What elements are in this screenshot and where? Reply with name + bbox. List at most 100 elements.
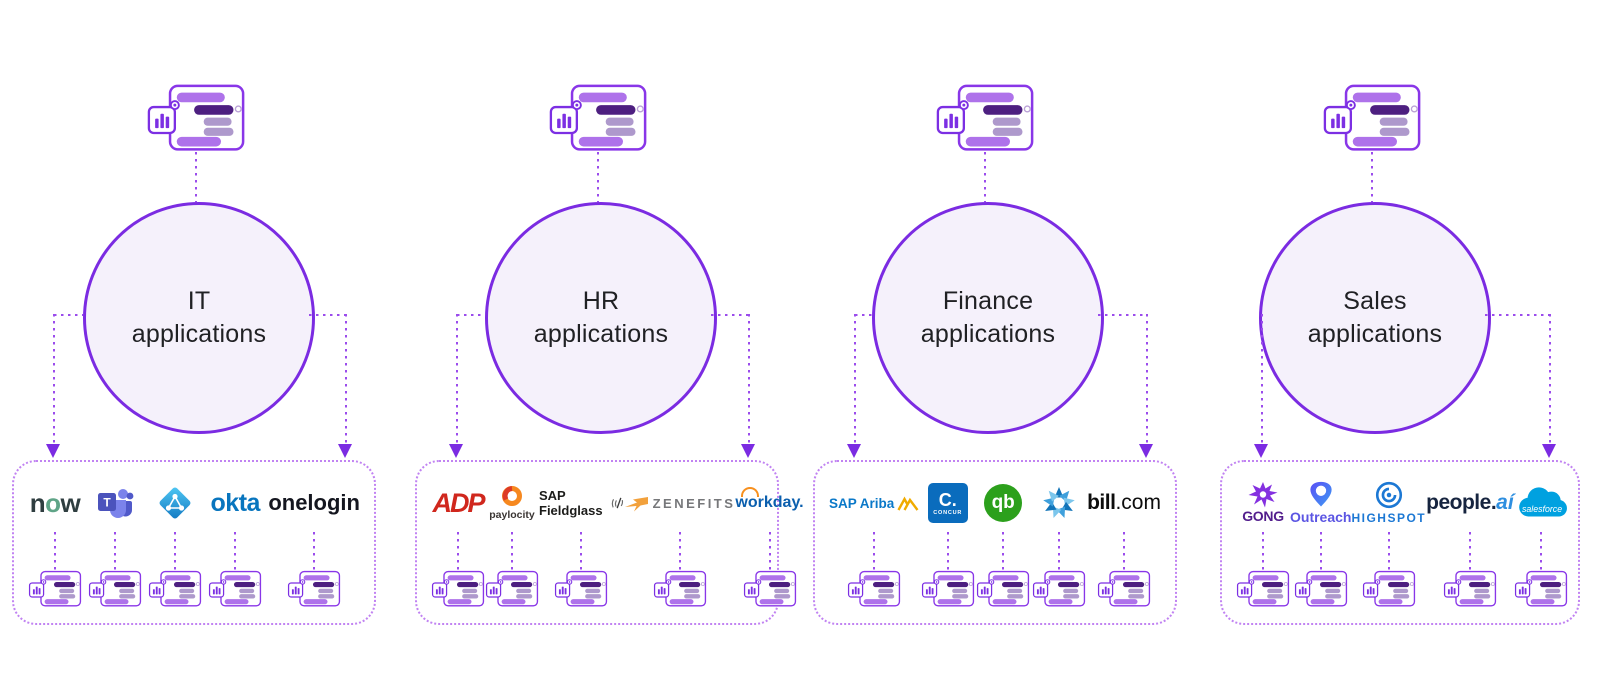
app-cell: people.aí [1426,474,1514,607]
dotted-connector [1261,314,1263,444]
department-circle: HR applications [485,202,717,434]
dotted-connector [511,532,513,570]
app-cell: workday. [735,474,804,607]
app-cell: ZENEFITS [624,474,736,607]
app-logo-area: people.aí [1426,474,1514,532]
dotted-connector [768,532,771,570]
app-logo-area [1040,474,1078,532]
arrow-down-icon [46,444,60,458]
ai-assistant-chat-icon-mini [554,570,608,607]
dotted-connector [313,532,316,570]
app-cell: qb [976,474,1030,607]
arrow-down-icon [449,444,463,458]
department-label-line1: HR [582,287,620,315]
arrow-down-icon [1139,444,1153,458]
zenefits-logo: ZENEFITS [624,494,736,512]
department-label-line1: Sales [1343,287,1407,315]
department-circle: Sales applications [1259,202,1491,434]
dotted-connector [309,314,346,316]
dotted-connector [984,152,986,202]
app-logo-area: ZENEFITS [624,474,736,532]
dotted-connector [873,532,876,570]
department-circle: IT applications [83,202,315,434]
ai-assistant-chat-icon-mini [743,570,797,607]
okta-logo: okta [210,488,261,517]
dotted-connector [457,314,485,316]
app-cell [1032,474,1086,607]
dotted-connector [174,532,177,570]
app-logo-area: SAP Ariba [829,474,919,532]
dotted-connector [580,532,583,570]
department-label-line1: IT [187,287,211,315]
adp-logo: ADP [432,487,485,518]
app-logo-area: ADP [432,474,485,532]
app-logo-area: okta [210,474,261,532]
dotted-connector [54,314,83,316]
app-logo-area: salesforce [1514,474,1568,532]
app-logo-area: workday. [735,474,804,532]
app-cell [148,474,202,607]
dotted-connector [1485,314,1550,316]
dotted-connector [1098,314,1147,316]
app-cells: ADP paylocity SAP Fieldglass ZENEFITS wo… [417,462,804,623]
ai-assistant-chat-icon-mini [208,570,262,607]
app-cell: ADP [431,474,486,607]
ai-assistant-chat-icon-mini [976,570,1030,607]
app-cell: SAP Ariba [829,474,919,607]
ai-assistant-chat-icon-mini [1443,570,1497,607]
dotted-connector [678,532,681,570]
ai-assistant-chat-icon-mini [287,570,341,607]
paylocity-logo: paylocity [489,485,535,521]
department-label-line2: applications [1307,320,1443,348]
dotted-connector [1123,532,1126,570]
app-logo-area [155,474,195,532]
app-cell: C.CONCUR [921,474,975,607]
app-cell: GONG [1236,474,1290,607]
dotted-connector [1468,532,1471,570]
ai-assistant-chat-icon-mini [28,570,82,607]
dotted-connector [1539,532,1542,570]
ai-assistant-chat-icon-mini [1514,570,1568,607]
workday-logo: workday. [735,487,804,512]
ai-assistant-chat-icon [548,83,648,157]
dotted-connector [114,532,117,570]
applications-box: ADP paylocity SAP Fieldglass ZENEFITS wo… [415,460,804,625]
arrow-down-icon [847,444,861,458]
dotted-connector [54,532,56,570]
ai-assistant-chat-icon [935,83,1035,157]
workday-arc-icon [741,487,760,497]
app-cell: paylocity [485,474,539,607]
ai-assistant-chat-icon [1322,83,1422,157]
teams-logo: T [98,489,134,518]
dotted-connector [53,314,55,444]
dotted-connector [854,314,856,444]
dotted-connector [748,314,750,444]
app-logo-area: paylocity [489,474,535,532]
azure-ad-logo [159,487,191,519]
outreach-logo: Outreach [1290,481,1351,525]
app-cells: GONG Outreach HIGHSPOT people.aí salesfo… [1222,462,1578,623]
app-cell: T [88,474,142,607]
peopleai-logo: people.aí [1426,491,1514,514]
dotted-connector [456,314,458,444]
department-label-line1: Finance [942,287,1034,315]
ai-assistant-chat-icon-mini [921,570,975,607]
ai-assistant-chat-icon-mini [148,570,202,607]
dotted-connector [1387,532,1390,570]
department-circle: Finance applications [872,202,1104,434]
bill-logo: bill.com [1087,491,1161,514]
ai-assistant-chat-icon-mini [1236,570,1290,607]
dotted-connector [1371,152,1373,202]
app-cell: onelogin [268,474,360,607]
svg-text:salesforce: salesforce [1522,504,1562,514]
expensify-logo [1042,487,1075,519]
ai-assistant-chat-icon-mini [1032,570,1086,607]
ai-assistant-chat-icon-mini [1362,570,1416,607]
department-label-line2: applications [920,320,1056,348]
